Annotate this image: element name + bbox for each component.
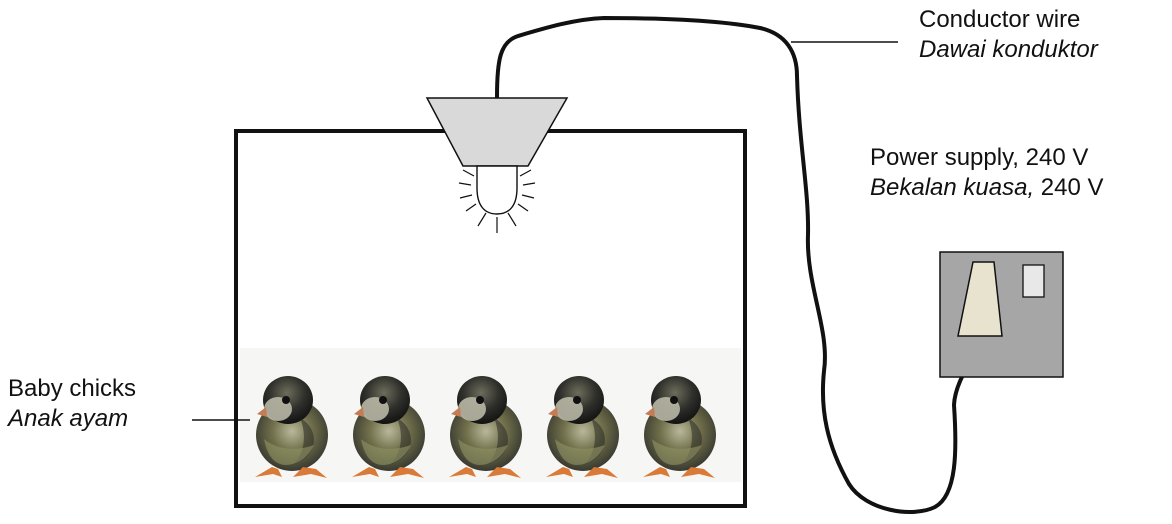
chick-1 [255, 376, 328, 478]
chick-eye [573, 396, 581, 404]
chick-left-foot [352, 467, 379, 477]
light-rays [458, 169, 536, 233]
chick-left-foot [255, 467, 282, 477]
chick-feathers [264, 439, 314, 465]
baby-chicks-label-ms: Anak ayam [8, 405, 129, 432]
chick-left-foot [546, 467, 573, 477]
baby-chicks-label: Baby chicks Anak ayam [8, 374, 136, 434]
chick-eye [379, 396, 387, 404]
chick-right-foot [681, 467, 715, 478]
conductor-wire-label: Conductor wire Dawai konduktor [919, 5, 1098, 65]
chick-beak [354, 407, 364, 417]
power-supply-text-en: Power supply, [870, 144, 1019, 171]
chick-feathers [555, 439, 605, 465]
light-bulb-icon [425, 97, 569, 233]
chick-feathers [458, 439, 508, 465]
socket-switch [1022, 264, 1045, 298]
chick-eye [282, 396, 290, 404]
power-supply-label: Power supply, 240 V Bekalan kuasa, 240 V [870, 143, 1104, 203]
chick-right-foot [390, 467, 424, 478]
light-bulb [476, 165, 518, 215]
chicks-group [255, 376, 716, 478]
chick-3 [449, 376, 522, 478]
chick-4 [546, 376, 619, 478]
chick-right-foot [584, 467, 618, 478]
chick-beak [645, 407, 655, 417]
conductor-wire [495, 16, 987, 514]
chick-2 [352, 376, 425, 478]
plug-icon [957, 261, 1003, 337]
power-supply-label-ms: Bekalan kuasa, 240 V [870, 173, 1104, 203]
conductor-wire-label-ms: Dawai konduktor [919, 36, 1098, 63]
chick-5 [643, 376, 716, 478]
baby-chicks-label-en: Baby chicks [8, 375, 137, 402]
power-supply-voltage-ms: 240 V [1040, 174, 1104, 201]
chick-beak [257, 407, 267, 417]
chick-right-foot [487, 467, 521, 478]
chick-eye [670, 396, 678, 404]
wall-socket-icon [939, 251, 1064, 378]
power-supply-label-en: Power supply, 240 V [870, 143, 1104, 173]
chick-beak [451, 407, 461, 417]
chick-eye [476, 396, 484, 404]
chick-left-foot [449, 467, 476, 477]
chick-left-foot [643, 467, 670, 477]
lamp-shade [425, 97, 569, 167]
chick-beak [548, 407, 558, 417]
power-supply-voltage-en: 240 V [1025, 144, 1089, 171]
power-supply-text-ms: Bekalan kuasa, [870, 174, 1035, 201]
chick-feathers [652, 439, 702, 465]
chick-feathers [361, 439, 411, 465]
chick-right-foot [293, 467, 327, 478]
conductor-wire-label-en: Conductor wire [919, 6, 1081, 33]
